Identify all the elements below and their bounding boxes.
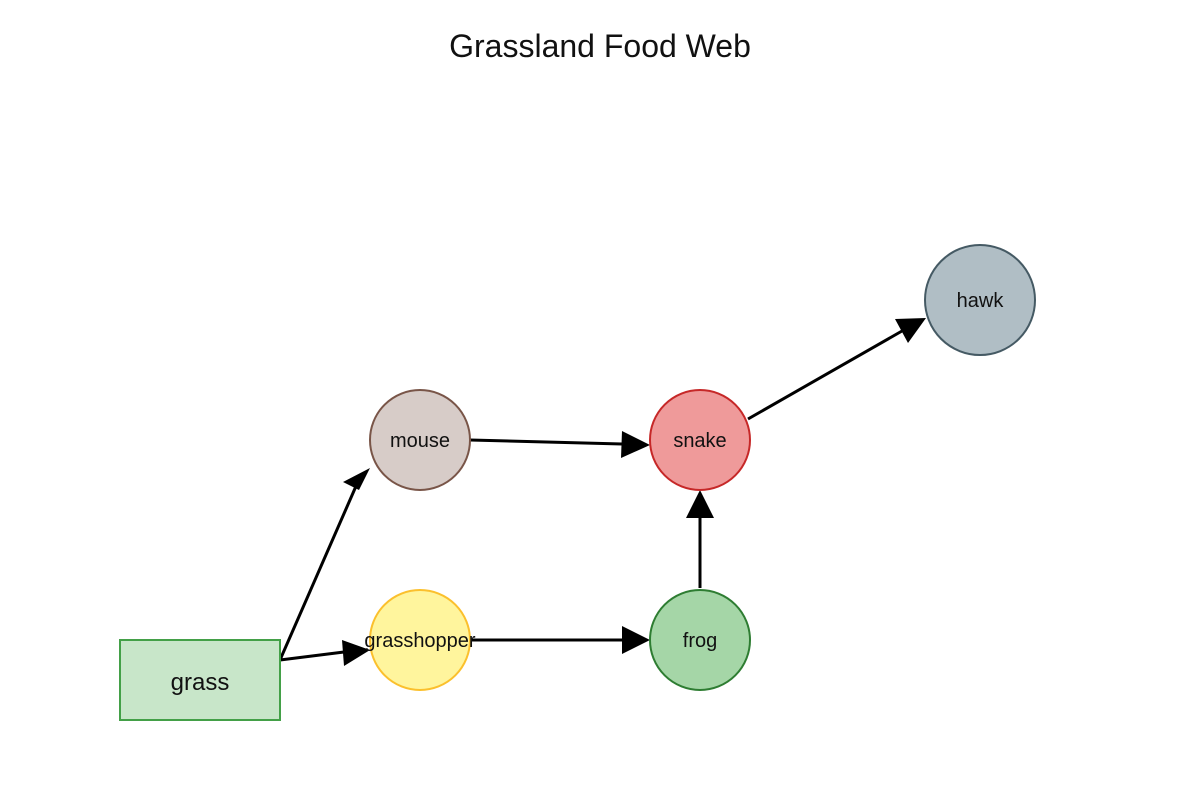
node-mouse-label: mouse — [390, 430, 450, 452]
node-grass-shape — [119, 639, 281, 721]
node-grasshopper-shape — [369, 589, 471, 691]
edge-layer — [278, 318, 926, 666]
node-hawk: hawk — [924, 244, 1036, 356]
node-hawk-label: hawk — [957, 290, 1005, 312]
diagram-title: Grassland Food Web — [449, 28, 751, 64]
node-snake-shape — [649, 389, 751, 491]
node-hawk-shape — [924, 244, 1036, 356]
node-frog-shape — [649, 589, 751, 691]
arrowhead-snake-hawk — [895, 318, 926, 343]
edge-snake-hawk — [747, 329, 903, 421]
node-grass: grass — [119, 639, 281, 721]
node-layer: grass mouse grasshopper snake frog — [119, 244, 1036, 721]
node-snake: snake — [649, 389, 751, 491]
node-mouse: mouse — [369, 389, 471, 491]
edge-grass-mouse — [278, 476, 362, 661]
node-grass-label: grass — [171, 669, 230, 696]
node-grasshopper: grasshopper — [364, 589, 476, 691]
arrowhead-mouse-snake — [621, 431, 650, 458]
node-frog-label: frog — [683, 630, 717, 652]
node-grasshopper-label: grasshopper — [364, 630, 476, 652]
node-mouse-shape — [369, 389, 471, 491]
edge-mouse-snake — [469, 438, 623, 446]
arrowhead-grasshopper-frog — [622, 626, 650, 654]
edge-grass-grasshopper — [279, 650, 345, 662]
arrowhead-grass-grasshopper — [342, 640, 370, 666]
node-frog: frog — [649, 589, 751, 691]
arrowhead-frog-snake — [686, 490, 714, 518]
node-snake-label: snake — [673, 430, 726, 452]
arrowhead-grass-mouse — [343, 468, 370, 490]
